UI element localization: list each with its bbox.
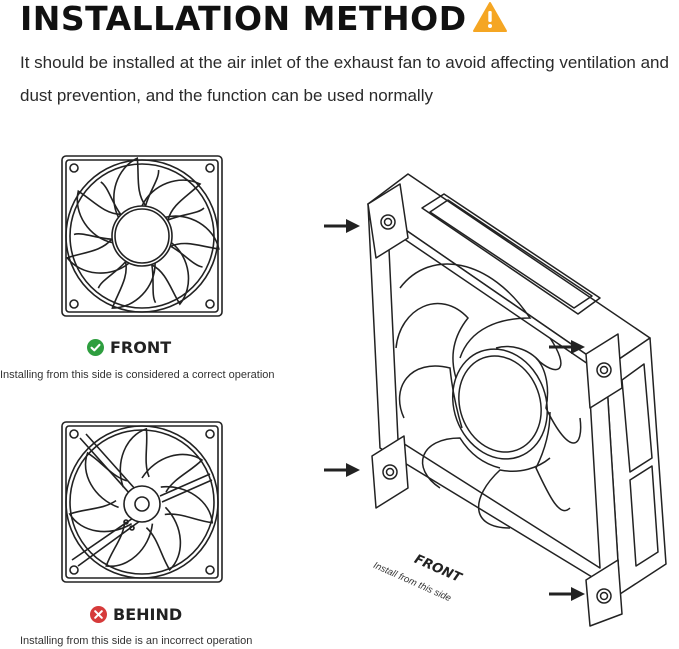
arrow-mid-left xyxy=(324,463,360,477)
install-description: It should be installed at the air inlet … xyxy=(20,53,669,105)
warning-triangle-icon xyxy=(473,2,507,32)
fan-front-view xyxy=(61,154,224,317)
behind-label-text: BEHIND xyxy=(113,605,183,624)
arrow-bottom-right xyxy=(549,587,585,601)
check-circle-icon xyxy=(87,339,104,356)
front-label: FRONT xyxy=(87,338,171,357)
behind-label: BEHIND xyxy=(90,605,182,624)
behind-note: Installing from this side is an incorrec… xyxy=(20,635,253,647)
page-title: INSTALLATION METHOD xyxy=(20,0,467,38)
arrow-mid-right xyxy=(549,340,585,354)
x-circle-icon xyxy=(90,606,107,623)
fan-isometric-illustration xyxy=(367,173,667,627)
front-label-text: FRONT xyxy=(110,338,172,357)
fan-behind-view xyxy=(61,421,223,583)
arrow-top-left xyxy=(324,219,360,233)
front-note: Installing from this side is considered … xyxy=(0,369,275,381)
